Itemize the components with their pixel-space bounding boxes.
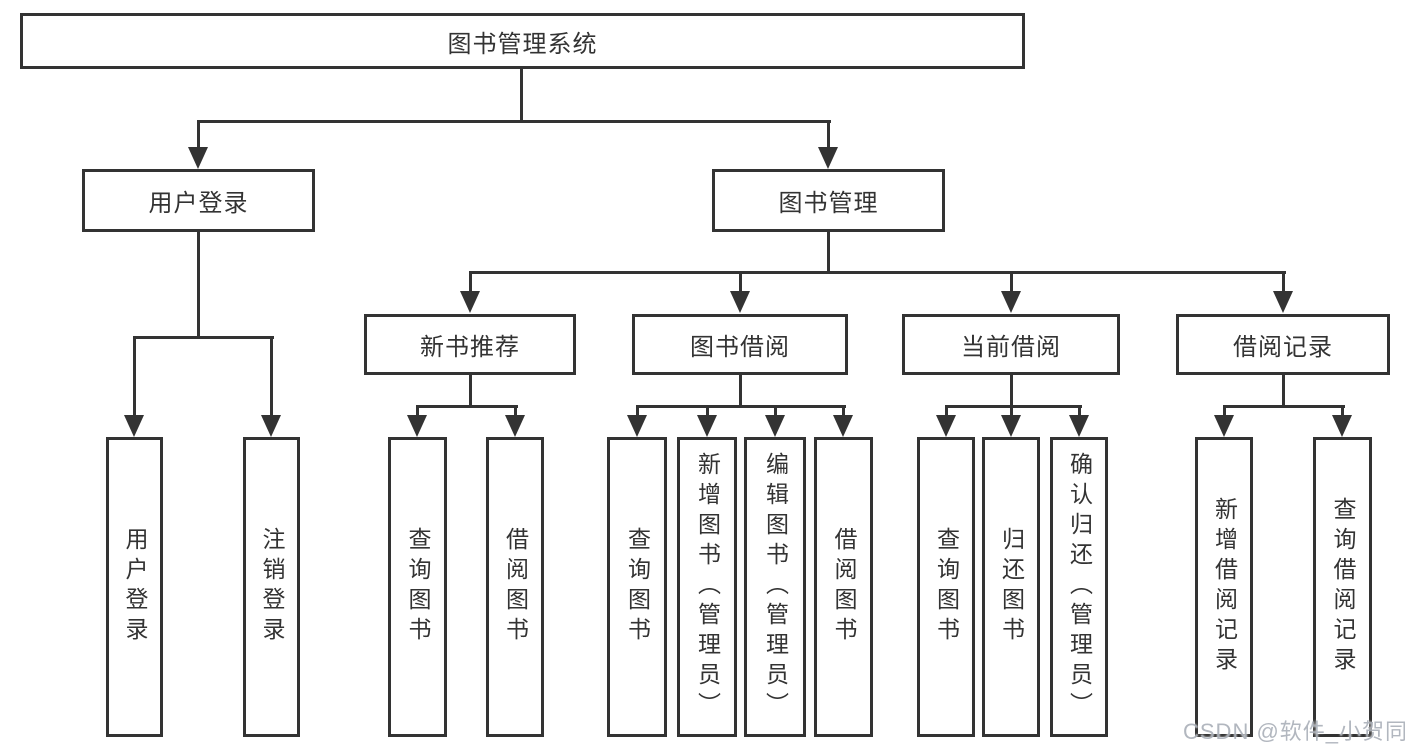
- arrow-down-icon: [1214, 415, 1234, 437]
- connector-line: [636, 405, 846, 408]
- connector-line: [1010, 405, 1013, 419]
- connector-line: [842, 405, 845, 419]
- connector-line: [945, 405, 948, 419]
- arrow-down-icon: [1273, 291, 1293, 313]
- arrow-down-icon: [1332, 415, 1352, 437]
- leaf-edit-books-admin: 编辑图书（管理员）: [744, 437, 806, 737]
- arrow-down-icon: [936, 415, 956, 437]
- connector-line: [1078, 405, 1081, 419]
- arrow-down-icon: [261, 415, 281, 437]
- connector-line: [469, 375, 472, 407]
- connector-line: [416, 405, 419, 419]
- connector-line: [1341, 405, 1344, 419]
- connector-line: [774, 405, 777, 419]
- leaf-logout: 注销登录: [243, 437, 300, 737]
- leaf-confirm-return-admin: 确认归还（管理员）: [1050, 437, 1108, 737]
- leaf-add-books-admin: 新增图书（管理员）: [677, 437, 737, 737]
- node-book-management: 图书管理: [712, 169, 945, 232]
- connector-line: [945, 405, 1082, 408]
- connector-line: [1223, 405, 1226, 419]
- connector-line: [520, 69, 523, 123]
- connector-line: [1010, 271, 1013, 295]
- csdn-watermark: CSDN @软件_小贺同学: [1183, 719, 1405, 744]
- connector-line: [469, 271, 1286, 274]
- connector-line: [416, 405, 518, 408]
- leaf-query-books-recommend: 查询图书: [388, 437, 447, 737]
- node-book-borrowing: 图书借阅: [632, 314, 848, 375]
- leaf-borrow-books: 借阅图书: [814, 437, 873, 737]
- connector-line: [739, 271, 742, 295]
- arrow-down-icon: [697, 415, 717, 437]
- arrow-down-icon: [407, 415, 427, 437]
- connector-line: [1010, 375, 1013, 407]
- leaf-query-borrow-record: 查询借阅记录: [1313, 437, 1372, 737]
- connector-line: [197, 120, 831, 123]
- arrow-down-icon: [818, 147, 838, 169]
- arrow-down-icon: [124, 415, 144, 437]
- arrow-down-icon: [1001, 415, 1021, 437]
- connector-line: [1223, 405, 1345, 408]
- leaf-query-books-borrow: 查询图书: [607, 437, 667, 737]
- node-user-login: 用户登录: [82, 169, 315, 232]
- node-borrowing-records: 借阅记录: [1176, 314, 1390, 375]
- connector-line: [133, 336, 136, 418]
- connector-line: [197, 120, 200, 150]
- connector-line: [197, 232, 200, 338]
- leaf-user-login: 用户登录: [106, 437, 163, 737]
- connector-line: [739, 375, 742, 407]
- leaf-borrow-books-recommend: 借阅图书: [486, 437, 544, 737]
- connector-line: [514, 405, 517, 419]
- node-new-book-recommendation: 新书推荐: [364, 314, 576, 375]
- leaf-return-books: 归还图书: [982, 437, 1040, 737]
- leaf-add-borrow-record: 新增借阅记录: [1195, 437, 1253, 737]
- arrow-down-icon: [188, 147, 208, 169]
- arrow-down-icon: [1069, 415, 1089, 437]
- connector-line: [469, 271, 472, 295]
- arrow-down-icon: [833, 415, 853, 437]
- arrow-down-icon: [730, 291, 750, 313]
- connector-line: [133, 336, 274, 339]
- arrow-down-icon: [460, 291, 480, 313]
- arrow-down-icon: [627, 415, 647, 437]
- node-root-library-management-system: 图书管理系统: [20, 13, 1025, 69]
- connector-line: [706, 405, 709, 419]
- arrow-down-icon: [1001, 291, 1021, 313]
- arrow-down-icon: [505, 415, 525, 437]
- leaf-query-books-current: 查询图书: [917, 437, 975, 737]
- connector-line: [270, 336, 273, 418]
- connector-line: [827, 232, 830, 274]
- connector-line: [1282, 271, 1285, 295]
- node-current-borrowing: 当前借阅: [902, 314, 1120, 375]
- connector-line: [827, 120, 830, 150]
- connector-line: [1282, 375, 1285, 407]
- arrow-down-icon: [765, 415, 785, 437]
- connector-line: [636, 405, 639, 419]
